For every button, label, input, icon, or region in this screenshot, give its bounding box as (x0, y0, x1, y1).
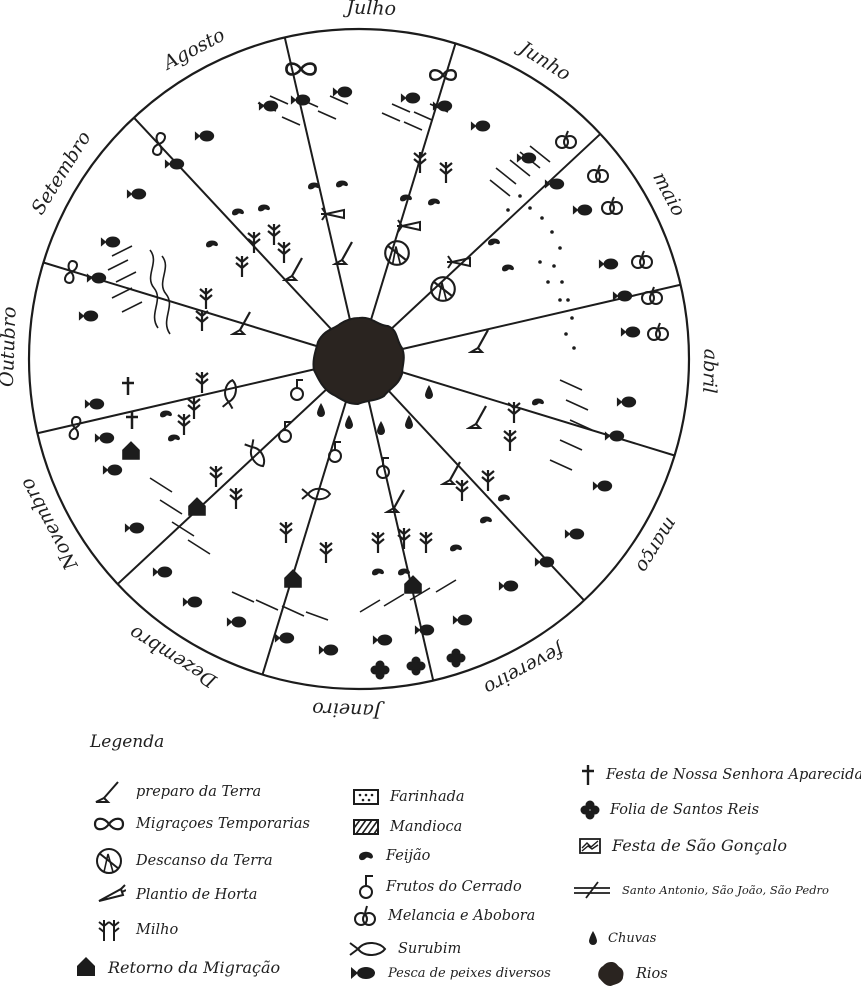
legend-title: Legenda (90, 732, 164, 752)
month-divider (37, 359, 359, 433)
folia-icon (580, 800, 600, 820)
retorno-icon (74, 956, 98, 978)
month-divider (359, 43, 455, 359)
month-label: Outubro (0, 306, 21, 387)
legend-label-horta: Plantio de Horta (136, 887, 257, 903)
month-label: abril (698, 349, 722, 394)
legend-item-melancia: Melancia e Abobora (352, 904, 535, 928)
chuvas-icon (588, 930, 598, 946)
month-label: fevereiro (480, 638, 569, 699)
legend-label-descanso: Descanso da Terra (136, 853, 273, 869)
legend-item-surubim: Surubim (348, 940, 461, 958)
month-label: Janeiro (312, 698, 386, 720)
legend-item-santos-juninos: Santo Antonio, São João, São Pedro (572, 880, 829, 900)
farinhada-dot-band (506, 194, 576, 350)
legend-item-descanso: Descanso da Terra (92, 846, 273, 876)
legend-item-milho: Milho (92, 918, 178, 942)
legend-label-melancia: Melancia e Abobora (388, 908, 535, 924)
legend-item-chuvas: Chuvas (588, 930, 656, 946)
month-divider (263, 359, 359, 675)
legend-label-farinhada: Farinhada (390, 789, 465, 805)
legend-item-migracao: Migraçoes Temporarias (92, 814, 310, 834)
surubim-icons (222, 379, 330, 499)
frutos-icon (356, 874, 376, 900)
legend-label-milho: Milho (136, 922, 178, 938)
legend: Legenda preparo da Terra Migraçoes Tempo… (0, 720, 861, 994)
month-label: Junho (512, 35, 574, 85)
horta-icon (92, 884, 126, 906)
legend-label-mandioca: Mandioca (390, 819, 462, 835)
seasonal-calendar-wheel: JulhoJunhomaioabrilmarçofevereiroJaneiro… (0, 0, 861, 720)
legend-label-retorno: Retorno da Migração (108, 958, 280, 977)
festa-aparecida-icon (580, 764, 596, 786)
legend-label-pesca: Pesca de peixes diversos (388, 966, 551, 981)
milho-icon (92, 918, 126, 942)
farinhada-icon (352, 788, 380, 806)
descanso-icon (92, 846, 126, 876)
mandioca-icon (352, 818, 380, 836)
sao-goncalo-icon (578, 837, 602, 855)
legend-item-rios: Rios (596, 960, 668, 988)
month-divider (134, 118, 359, 359)
legend-item-retorno: Retorno da Migração (74, 956, 280, 978)
month-divider (359, 285, 681, 359)
month-divider (285, 37, 359, 359)
legend-label-feijao: Feijão (386, 848, 430, 864)
legend-label-surubim: Surubim (398, 941, 461, 957)
legend-label-preparo: preparo da Terra (136, 784, 261, 800)
legend-item-folia: Folia de Santos Reis (580, 800, 759, 820)
pesca-icon (350, 964, 378, 982)
march-hatch-band (550, 380, 592, 470)
legend-label-sao-goncalo: Festa de São Gonçalo (612, 836, 787, 855)
legend-item-horta: Plantio de Horta (92, 884, 257, 906)
preparo-icon (92, 780, 126, 804)
month-label: Agosto (158, 24, 229, 75)
legend-label-frutos: Frutos do Cerrado (386, 879, 522, 895)
month-label: março (631, 514, 682, 577)
legend-item-farinhada: Farinhada (352, 788, 465, 806)
santos-juninos-icon (572, 880, 612, 900)
legend-item-preparo: preparo da Terra (92, 780, 261, 804)
melancia-icon (352, 904, 378, 928)
legend-item-festa-aparecida: Festa de Nossa Senhora Aparecida (580, 764, 861, 786)
legend-label-folia: Folia de Santos Reis (610, 802, 759, 818)
surubim-icon (348, 940, 388, 958)
legend-label-santos-juninos: Santo Antonio, São João, São Pedro (622, 883, 829, 897)
noentry-icons (385, 241, 455, 301)
legend-label-chuvas: Chuvas (608, 931, 656, 946)
month-label: Julho (342, 0, 396, 20)
legend-item-sao-goncalo: Festa de São Gonçalo (578, 836, 787, 855)
rios-wave-band (150, 250, 170, 334)
legend-item-feijao: Feijão (356, 848, 430, 864)
legend-label-migracao: Migraçoes Temporarias (136, 816, 310, 832)
rios-icon (596, 960, 626, 988)
legend-label-festa-aparecida: Festa de Nossa Senhora Aparecida (606, 767, 861, 783)
legend-item-pesca: Pesca de peixes diversos (350, 964, 551, 982)
legend-item-frutos: Frutos do Cerrado (356, 874, 522, 900)
migracao-icon (92, 814, 126, 834)
legend-label-rios: Rios (636, 966, 668, 982)
legend-item-mandioca: Mandioca (352, 818, 462, 836)
cross-icons (122, 377, 138, 429)
feijao-icon (356, 849, 376, 863)
